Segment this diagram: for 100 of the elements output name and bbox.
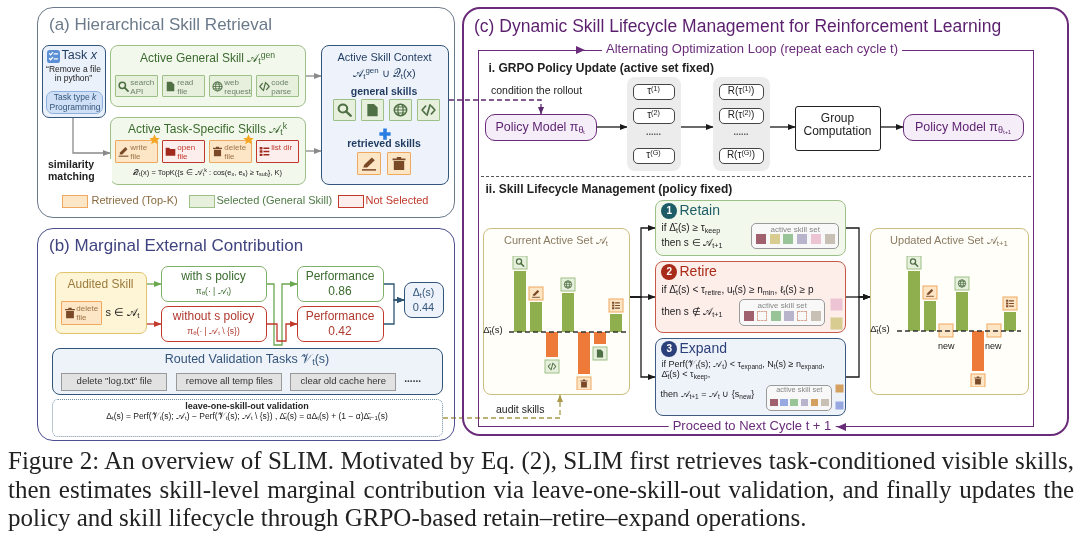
task-description: “Remove a file in python” <box>45 64 102 85</box>
box-title: leave-one-skill-out validation <box>185 400 309 411</box>
edge-label: similarity matching <box>46 159 112 183</box>
policy-box <box>160 265 267 302</box>
ellipsis-text: ...... <box>733 126 749 137</box>
reward-box <box>718 107 764 124</box>
tag-text: Task type k Programming <box>48 93 102 113</box>
score-value: 0.86 <box>328 284 352 299</box>
model-box <box>902 113 1024 141</box>
skill-label: web request <box>224 77 252 97</box>
formula: R(τ$^{(2)}$) <box>727 109 755 121</box>
formula: τ$^{(1)}$ <box>647 85 660 97</box>
formula: π$_{θ}$(· | 𝒜$_{t}$ \ {s}) <box>187 326 240 337</box>
rule-text: if Δ̄$_{t}$(s) < τ$_{retire}$, u$_{t}$(s) ≥ n$_{min}$, ℓ$_{t}$(s) ≥ p <box>661 283 814 295</box>
panel-title: (a) Hierarchical Skill Retrieval <box>49 15 272 35</box>
skill-box <box>61 301 103 326</box>
rollout-band <box>712 76 770 171</box>
ellipsis-text: ...... <box>404 373 421 385</box>
audited-skill-box <box>54 271 147 334</box>
task-item <box>290 373 397 392</box>
box-title: Expand <box>679 339 727 356</box>
group-label: general skills <box>350 85 418 98</box>
policy-box <box>160 305 267 342</box>
arrow <box>305 72 322 80</box>
loop-label: Alternating Optimization Loop (repeat each cycle t) <box>602 42 902 57</box>
rule-text: then s ∈ 𝒜$_{t+1}$ <box>661 236 723 248</box>
formula: τ$^{(2)}$ <box>647 109 660 121</box>
formula: Δ$_{t}$(s) = Perf(𝒱$_{t}$(s); 𝒜$_{t}$) − Perf(𝒱$_{t}$(s); 𝒜$_{t}$ \ {s}) , Δ̄$_{t}$(s) = αΔ$_{t}$(s) + (1 − α)Δ̄$_{t−1}$(s) <box>106 411 388 422</box>
box-title: without s policy <box>172 309 255 324</box>
skill-label: delete file <box>224 142 248 162</box>
box-title: Performance <box>305 269 375 284</box>
task-list-box <box>51 347 443 395</box>
skill-label: list dir <box>271 142 293 152</box>
task-text: remove all temp files <box>185 376 273 388</box>
panel-title: (b) Marginal External Contribution <box>49 236 304 256</box>
box-title: Policy Model π$_{θₜ₊₁}$ <box>915 119 1011 134</box>
task-text: delete "log.txt" file <box>76 376 152 388</box>
box-title: Updated Active Set 𝒜$_{t+1}$ <box>890 233 1008 247</box>
edge-label: audit skills <box>494 404 547 416</box>
box-caption: active skill set <box>757 301 807 311</box>
rule-text: if Δ̄$_{t}$(s) ≥ τ$_{keep}$ <box>661 221 721 233</box>
formula: π$_{θ}$(· | 𝒜$_{t}$) <box>195 286 232 297</box>
trajectory-box <box>632 83 675 100</box>
skill-box <box>209 75 253 98</box>
arrow <box>266 280 298 346</box>
task-text: clear old cache here <box>300 376 387 388</box>
box-title: Retire <box>679 262 717 279</box>
skill-set-box <box>739 299 826 327</box>
group-label: retrieved skills <box>347 137 421 150</box>
formula: s ∈ 𝒜$_{t}$ <box>105 305 140 319</box>
legend-label: Not Selected <box>365 193 429 207</box>
reward-box <box>718 83 764 100</box>
step-number-badge: 2 <box>661 264 678 281</box>
figure-caption: Figure 2: An overview of SLIM. Motivated by Eq. (2), SLIM first retrieves task-conditioned visible skills, then estimates skill-level marginal contribution via leave-one-skill-out validation, and finally updates the policy and skill lifecycle through GRPO-based retain–retire–expand operations. <box>8 447 1074 533</box>
skill-set-box <box>766 385 833 412</box>
arrow <box>629 296 656 381</box>
rollout-band <box>626 76 681 171</box>
skill-label: code parse <box>271 77 293 97</box>
arrow <box>680 123 714 131</box>
formula: R(τ$^{(1)}$) <box>727 85 755 97</box>
dashed-arrow <box>442 394 564 419</box>
reward-box <box>718 147 764 164</box>
arrow <box>880 123 904 131</box>
skill-label: delete file <box>76 303 100 323</box>
arrow <box>845 293 871 378</box>
formula: τ$^{(G)}$ <box>646 149 661 161</box>
threshold-label: Δ̄$_{t}$(s) <box>483 325 503 337</box>
threshold-label: Δ̄$_{t}$(s) <box>870 324 890 336</box>
arrow <box>596 123 628 131</box>
edge-label: condition the rollout <box>489 85 585 97</box>
arrow <box>266 320 298 342</box>
arrow <box>146 280 162 288</box>
box-title: with s policy <box>181 269 246 284</box>
skill-label: search API <box>130 77 156 97</box>
skill-group-box <box>109 116 306 185</box>
trajectory-box <box>632 107 675 124</box>
arrow <box>383 296 405 325</box>
task-item <box>176 373 283 392</box>
process-box <box>794 105 881 151</box>
arrow <box>146 320 162 328</box>
rule-text: if Perf(𝒱$_{t}$(s); 𝒜$_{t}$) < τ$_{expand}$, N$_{t}$(s) ≥ n$_{expand}$, Δ̄$_{t}$(s) < τ$_{keep}$, <box>661 358 826 380</box>
box-title: Routed Validation Tasks 𝒱$_{t}$(s) <box>164 351 330 366</box>
formula: Δ$_{t}$(s) <box>412 285 435 298</box>
box-title: Current Active Set 𝒜$_{t}$ <box>504 233 608 247</box>
skill-box <box>115 75 159 98</box>
panel <box>462 7 1069 436</box>
box-title: Audited Skill <box>67 277 134 292</box>
score-box <box>296 305 384 342</box>
arrow <box>769 123 796 131</box>
rule-text: then s ∉ 𝒜$_{t+1}$ <box>661 305 723 317</box>
score-value: 0.42 <box>328 324 352 339</box>
formula-box <box>51 398 443 437</box>
task-card <box>41 44 106 118</box>
arrow <box>305 147 322 155</box>
skill-label: read file <box>177 77 195 97</box>
box-title: Active Skill Context <box>337 50 432 64</box>
formula: 𝒜$_{t}$$^{gen}$ ∪ 𝒬$_{t}$(x) <box>353 66 416 80</box>
box-title: Performance <box>305 309 375 324</box>
step-number-badge: 3 <box>661 341 678 358</box>
skill-set-box <box>751 223 840 250</box>
